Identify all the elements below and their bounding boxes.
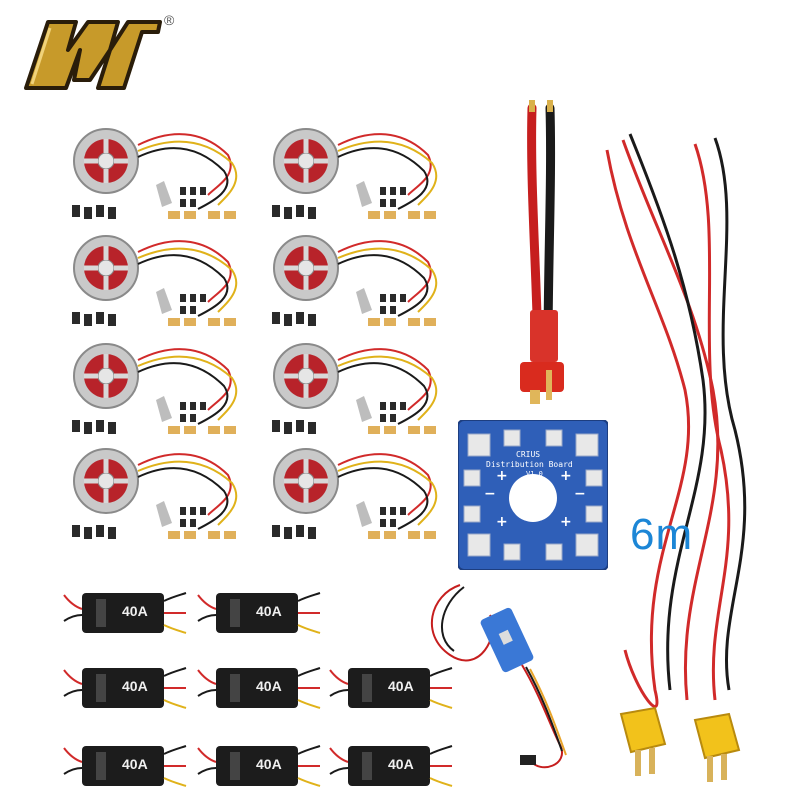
voltage-module bbox=[420, 575, 600, 785]
esc-unit: 40A bbox=[196, 585, 321, 641]
esc-unit: 40A bbox=[196, 660, 321, 716]
svg-text:−: − bbox=[574, 486, 586, 502]
motor-kit bbox=[268, 340, 458, 440]
esc-rating-label: 40A bbox=[256, 603, 282, 619]
esc-unit: 40A bbox=[62, 585, 187, 641]
motor-kit bbox=[268, 232, 458, 332]
registered-mark: ® bbox=[164, 12, 175, 28]
pdb-label-line3: V1.0 bbox=[526, 470, 543, 478]
svg-text:+: + bbox=[560, 468, 572, 484]
svg-text:+: + bbox=[496, 514, 508, 530]
motor-kit bbox=[268, 125, 458, 225]
esc-rating-label: 40A bbox=[122, 756, 148, 772]
svg-text:+: + bbox=[560, 514, 572, 530]
esc-rating-label: 40A bbox=[388, 756, 414, 772]
esc-unit: 40A bbox=[196, 738, 321, 794]
motor-kit bbox=[68, 445, 258, 545]
esc-rating-label: 40A bbox=[256, 678, 282, 694]
esc-unit: 40A bbox=[62, 660, 187, 716]
esc-rating-label: 40A bbox=[256, 756, 282, 772]
esc-unit: 40A bbox=[328, 738, 453, 794]
motor-kit bbox=[268, 445, 458, 545]
esc-rating-label: 40A bbox=[122, 678, 148, 694]
wire-length-label: 6m bbox=[630, 510, 694, 559]
pdb-label-line1: CRIUS bbox=[516, 450, 541, 459]
esc-rating-label: 40A bbox=[388, 678, 414, 694]
esc-rating-label: 40A bbox=[122, 603, 148, 619]
brand-logo: ® bbox=[18, 10, 174, 100]
battery-lead-t-plug bbox=[510, 100, 580, 410]
power-distribution-board: + + + + − − CRIUS Distribution Board V1.0 bbox=[457, 419, 609, 571]
silicone-wire-coil bbox=[595, 130, 775, 710]
motor-kit bbox=[68, 232, 258, 332]
esc-unit: 40A bbox=[328, 660, 453, 716]
esc-unit: 40A bbox=[62, 738, 187, 794]
motor-kit bbox=[68, 125, 258, 225]
pdb-label-line2: Distribution Board bbox=[486, 460, 573, 469]
svg-text:+: + bbox=[496, 468, 508, 484]
xt60-connector-pair bbox=[615, 700, 745, 800]
svg-text:−: − bbox=[484, 486, 496, 502]
motor-kit bbox=[68, 340, 258, 440]
